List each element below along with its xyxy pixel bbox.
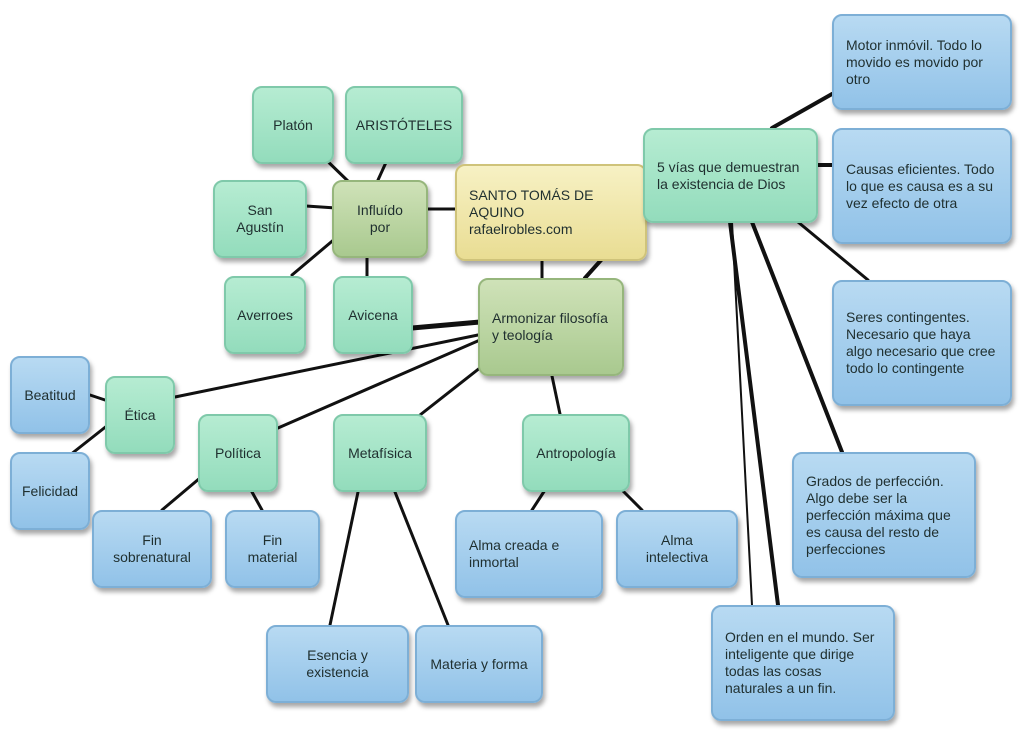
node-cinco-vias-label: 5 vías que demuestran la existencia de D… [657,158,800,192]
node-orden-mundo: Orden en el mundo. Ser inteligente que d… [711,605,895,721]
node-esencia-existencia: Esencia y existencia [266,625,409,703]
node-felicidad-label: Felicidad [21,482,79,499]
node-metafisica: Metafísica [333,414,427,492]
node-aristoteles-label: ARISTÓTELES [355,116,453,133]
edge-armonizar-etica [173,333,480,399]
node-alma-intelectiva: Alma intelectiva [616,510,738,588]
edge-vias-orden-1 [728,220,780,607]
node-san-agustin: San Agustín [213,180,307,258]
node-politica: Política [198,414,278,492]
edge-vias-motor [770,92,834,130]
node-seres-contingentes-label: Seres contingentes. Necesario que haya a… [846,309,996,376]
edge-antro-intelectiva [620,488,644,512]
node-influido-por: Influído por [332,180,428,258]
node-grados-perfeccion: Grados de perfección. Algo debe ser la p… [792,452,976,578]
node-fin-material-label: Fin material [247,532,298,565]
node-platon: Platón [252,86,334,164]
node-alma-creada: Alma creada e inmortal [455,510,603,598]
node-averroes: Averroes [224,276,306,354]
edge-politica-finsob [160,476,202,512]
node-causas-eficientes-label: Causas eficientes. Todo lo que es causa … [846,160,995,211]
edge-metafisica-materia [393,490,450,627]
node-seres-contingentes: Seres contingentes. Necesario que haya a… [832,280,1012,406]
node-beatitud: Beatitud [10,356,90,434]
node-alma-intelectiva-label: Alma intelectiva [645,532,709,565]
node-etica-label: Ética [124,406,156,423]
node-motor-inmovil: Motor inmóvil. Todo lo movido es movido … [832,14,1012,110]
node-esencia-existencia-label: Esencia y existencia [306,647,369,680]
node-platon-label: Platón [273,116,313,133]
node-beatitud-label: Beatitud [24,386,76,403]
edge-vias-grados [750,220,844,454]
node-main-text: SANTO TOMÁS DE AQUINO rafaelrobles.com [469,187,633,238]
edge-etica-felicidad [68,423,110,457]
node-grados-perfeccion-label: Grados de perfección. Algo debe ser la p… [806,472,951,557]
node-avicena-label: Avicena [348,306,398,323]
edge-armonizar-politica [276,338,482,430]
node-main-title: SANTO TOMÁS DE AQUINO [469,187,594,220]
node-main-subtitle: rafaelrobles.com [469,221,573,237]
node-armonizar: Armonizar filosofía y teología [478,278,624,376]
node-antropologia-label: Antropología [536,444,616,461]
node-alma-creada-label: Alma creada e inmortal [469,537,560,570]
edge-armonizar-avicena [409,319,483,331]
node-fin-sobrenatural: Fin sobrenatural [92,510,212,588]
node-antropologia: Antropología [522,414,630,492]
node-main: SANTO TOMÁS DE AQUINO rafaelrobles.com [455,164,647,261]
node-avicena: Avicena [333,276,413,354]
node-averroes-label: Averroes [237,306,293,323]
edge-politica-finmat [250,490,264,512]
node-cinco-vias: 5 vías que demuestran la existencia de D… [643,128,818,223]
node-armonizar-label: Armonizar filosofía y teología [492,310,608,343]
edge-armonizar-antropologia [550,374,562,416]
node-fin-sobrenatural-label: Fin sobrenatural [113,532,191,565]
edge-antro-alma [530,488,547,512]
edge-metafisica-esencia [328,490,360,627]
edge-vias-seres [796,220,870,282]
node-influido-por-label: Influído por [357,202,403,235]
node-aristoteles: ARISTÓTELES [345,86,463,164]
node-causas-eficientes: Causas eficientes. Todo lo que es causa … [832,128,1012,244]
node-motor-inmovil-label: Motor inmóvil. Todo lo movido es movido … [846,36,983,87]
node-orden-mundo-label: Orden en el mundo. Ser inteligente que d… [725,629,875,696]
node-fin-material: Fin material [225,510,320,588]
edge-influido-agustin [304,204,338,210]
edge-main-armonizar-2 [583,257,604,280]
node-politica-label: Política [215,444,261,461]
node-metafisica-label: Metafísica [348,444,412,461]
node-etica: Ética [105,376,175,454]
node-materia-forma-label: Materia y forma [430,655,528,672]
node-san-agustin-label: San Agustín [236,202,284,235]
node-felicidad: Felicidad [10,452,90,530]
edge-vias-orden-2 [731,221,753,606]
node-materia-forma: Materia y forma [415,625,543,703]
